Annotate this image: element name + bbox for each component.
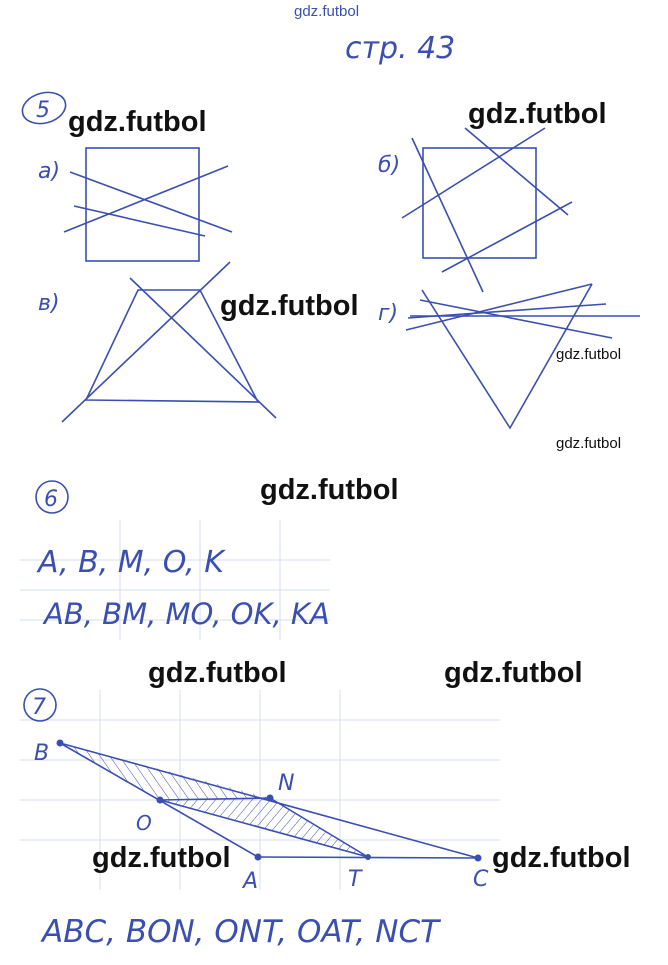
watermark: gdz.futbol bbox=[556, 435, 622, 452]
task6-grid bbox=[20, 520, 330, 640]
watermark-top: gdz.futbol bbox=[294, 3, 360, 20]
task7-answer: ABC, BON, ONT, OAT, NCT bbox=[40, 914, 441, 950]
task5-figure-b bbox=[401, 127, 573, 293]
task5-label-v: в) bbox=[38, 291, 60, 316]
task6-segments-line: AB, BM, MO, OK, KA bbox=[42, 597, 330, 631]
task5-number-circle bbox=[21, 91, 67, 125]
task7-point-c: C bbox=[473, 867, 489, 892]
task6-points-line: A, B, M, O, K bbox=[36, 545, 226, 580]
watermark: gdz.futbol bbox=[260, 474, 399, 506]
watermark: gdz.futbol bbox=[220, 290, 359, 322]
task6-number-circle bbox=[35, 480, 69, 514]
task7-point-o: O bbox=[136, 811, 152, 835]
task7-point-n: N bbox=[278, 771, 294, 796]
task7-point-b: B bbox=[34, 741, 49, 766]
watermark: gdz.futbol bbox=[148, 657, 287, 689]
watermark: gdz.futbol bbox=[444, 657, 583, 689]
task7-number: 7 bbox=[32, 695, 46, 720]
page-note: стр. 43 bbox=[345, 31, 455, 66]
watermark: gdz.futbol bbox=[92, 842, 231, 874]
task5-label-a: а) bbox=[38, 159, 60, 184]
task6-number: 6 bbox=[44, 487, 58, 512]
watermark: gdz.futbol bbox=[468, 98, 607, 130]
task5-figure-g bbox=[405, 283, 640, 430]
task5-number: 5 bbox=[36, 98, 50, 123]
task5-label-b: б) bbox=[378, 153, 400, 178]
task7-figure bbox=[56, 739, 482, 862]
task7-point-a: A bbox=[241, 869, 258, 894]
watermark: gdz.futbol bbox=[492, 842, 631, 874]
task5-figure-a bbox=[63, 147, 233, 262]
task7-number-circle bbox=[23, 688, 57, 722]
watermark: gdz.futbol bbox=[68, 106, 207, 138]
task5-label-g: г) bbox=[378, 301, 398, 326]
watermark: gdz.futbol bbox=[556, 346, 622, 363]
task5-figure-v bbox=[61, 261, 277, 423]
task7-point-t: T bbox=[348, 867, 363, 892]
